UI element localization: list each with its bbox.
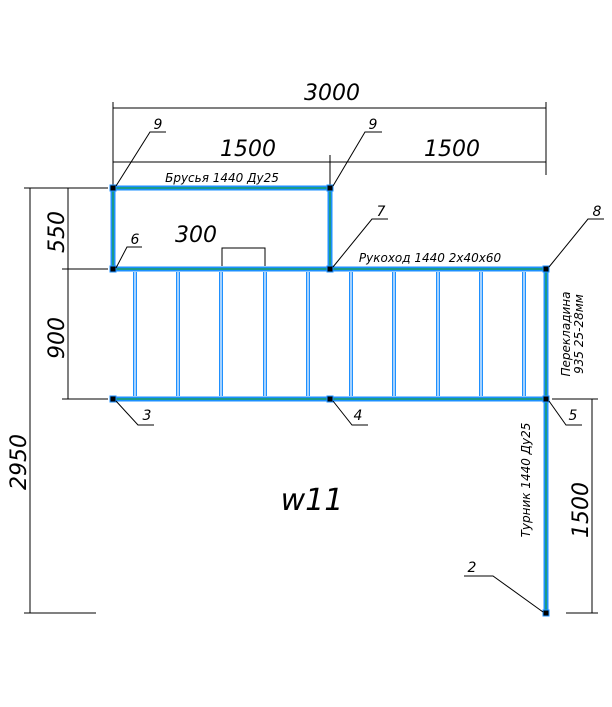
rungs (133, 272, 526, 396)
node-point (326, 265, 334, 273)
dimension-step: 300 (175, 223, 266, 266)
dim-left-1500-label: 1500 (220, 137, 276, 162)
node-point (326, 395, 334, 403)
node-label-5: 5 (569, 408, 578, 424)
dim-900-label: 900 (45, 317, 70, 359)
node-point (109, 395, 117, 403)
node-label-9a: 9 (154, 117, 163, 133)
handrail-label: Рукоход 1440 2х40х60 (359, 251, 502, 265)
dimension-halves: 1500 1500 (113, 137, 546, 185)
node-label-8: 8 (593, 204, 602, 220)
node-point (109, 184, 117, 192)
parallel-bars-tube (110, 185, 333, 272)
dim-2950-label: 2950 (7, 434, 32, 490)
drawing-name: w11 (281, 483, 344, 518)
dimension-overall-width: 3000 (112, 81, 547, 185)
pullup-bar-label: Турник 1440 Ду25 (519, 423, 533, 538)
rung-label-line1: Перекладина (559, 292, 573, 377)
node-label-9b: 9 (369, 117, 378, 133)
dim-300-label: 300 (175, 223, 217, 248)
node-point (542, 609, 550, 617)
rung-label-line2: 935 25-28мм (572, 294, 586, 374)
node-label-6: 6 (131, 232, 140, 248)
dim-right-1500-label: 1500 (424, 137, 480, 162)
dimension-left-verticals: 550 900 (45, 187, 108, 400)
node-point (326, 184, 334, 192)
dimension-overall-height: 2950 (7, 187, 108, 614)
dim-3000-label: 3000 (304, 81, 360, 106)
node-leaders: 9 9 6 7 8 3 4 5 2 (115, 117, 604, 613)
node-label-2: 2 (468, 560, 477, 576)
dimension-bar-height: 1500 (552, 398, 598, 614)
node-label-7: 7 (377, 204, 386, 220)
node-point (109, 265, 117, 273)
parallel-bars-label: Брусья 1440 Ду25 (165, 171, 279, 185)
node-label-4: 4 (354, 408, 363, 424)
dim-550-label: 550 (45, 211, 70, 253)
node-point (542, 395, 550, 403)
dim-1500-bar-label: 1500 (569, 482, 594, 538)
nodes (109, 184, 550, 617)
node-label-3: 3 (143, 408, 152, 424)
node-point (542, 265, 550, 273)
